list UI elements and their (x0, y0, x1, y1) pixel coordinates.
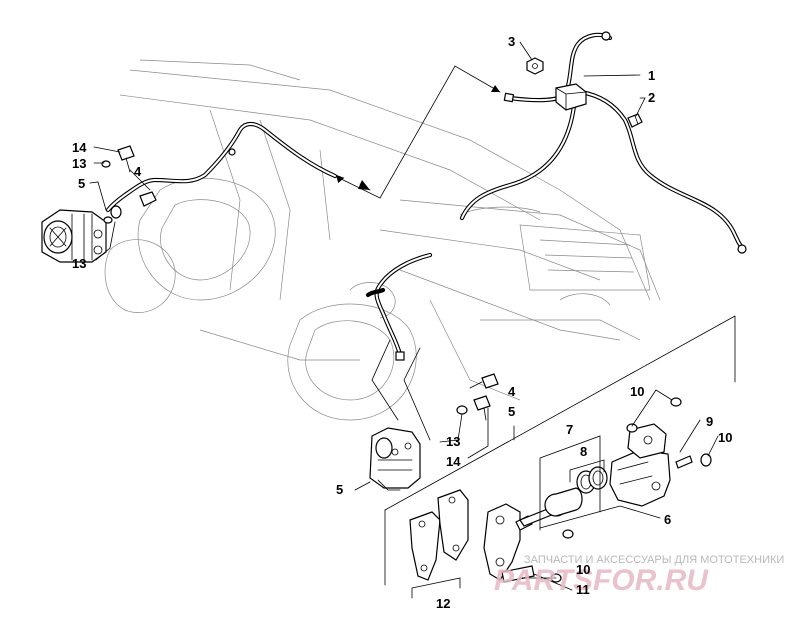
hose-end-fitting-top (503, 31, 747, 254)
caliper-housing (609, 423, 671, 507)
callout-5-left: 5 (78, 176, 85, 191)
left-crush-washers (101, 160, 122, 224)
callout-9: 9 (706, 414, 713, 429)
callout-12: 12 (436, 596, 450, 611)
right-crush-washer (456, 405, 468, 415)
callout-10-right: 10 (718, 430, 732, 445)
callout-1: 1 (648, 68, 655, 83)
callout-6: 6 (664, 512, 671, 527)
callout-14-right: 14 (446, 454, 461, 469)
piston-seals (576, 466, 608, 494)
junction-nut (526, 57, 544, 75)
left-banjo-bolt (117, 145, 135, 173)
left-banjo-fitting (139, 191, 157, 207)
callout-11: 11 (576, 582, 590, 597)
atv-frame-background (104, 59, 661, 421)
callout-4-right: 4 (508, 384, 516, 399)
callout-10-top: 10 (630, 384, 644, 399)
slide-pin (501, 565, 535, 583)
group-brackets (411, 435, 605, 599)
brake-junction-block (555, 83, 587, 111)
front-brake-hose-assembly (459, 32, 745, 251)
watermark-logo: PARTSFOR.RU (494, 564, 709, 597)
watermark-tagline: ЗАПЧАСТИ И АКСЕССУАРЫ ДЛЯ МОТОТЕХНИКИ (524, 554, 784, 566)
callout-5-group: 5 (508, 404, 515, 419)
routing-arrow (334, 65, 501, 199)
bleeder-valve (675, 455, 693, 469)
watermark: ЗАПЧАСТИ И АКСЕССУАРЫ ДЛЯ МОТОТЕХНИКИ PA… (494, 554, 784, 597)
callout-10-bottom: 10 (576, 562, 590, 577)
callout-5-right: 5 (336, 482, 343, 497)
callout-7: 7 (566, 422, 573, 437)
caliper-mount-bracket (483, 503, 533, 581)
junction-bolt (627, 113, 643, 128)
right-brake-line (365, 252, 433, 361)
callout-labels: 1 2 3 4 4 5 5 5 6 7 8 9 10 10 10 11 12 1… (72, 34, 732, 611)
callout-13-right: 13 (446, 434, 460, 449)
callout-13-left: 13 (72, 256, 86, 271)
left-brake-line (105, 121, 338, 213)
caliper-bracket-plates (409, 489, 469, 581)
caliper-piston (544, 487, 583, 517)
right-brake-caliper (369, 427, 421, 491)
callout-14-top: 14 (72, 140, 87, 155)
callout-3: 3 (508, 34, 515, 49)
leader-lines (89, 41, 719, 591)
callout-2: 2 (648, 90, 655, 105)
left-brake-caliper (41, 209, 107, 263)
callout-4-left: 4 (134, 164, 142, 179)
callout-8: 8 (580, 444, 587, 459)
exploded-view-frame (384, 315, 736, 586)
right-banjo-bolt (473, 373, 499, 421)
callout-13-top: 13 (72, 156, 86, 171)
